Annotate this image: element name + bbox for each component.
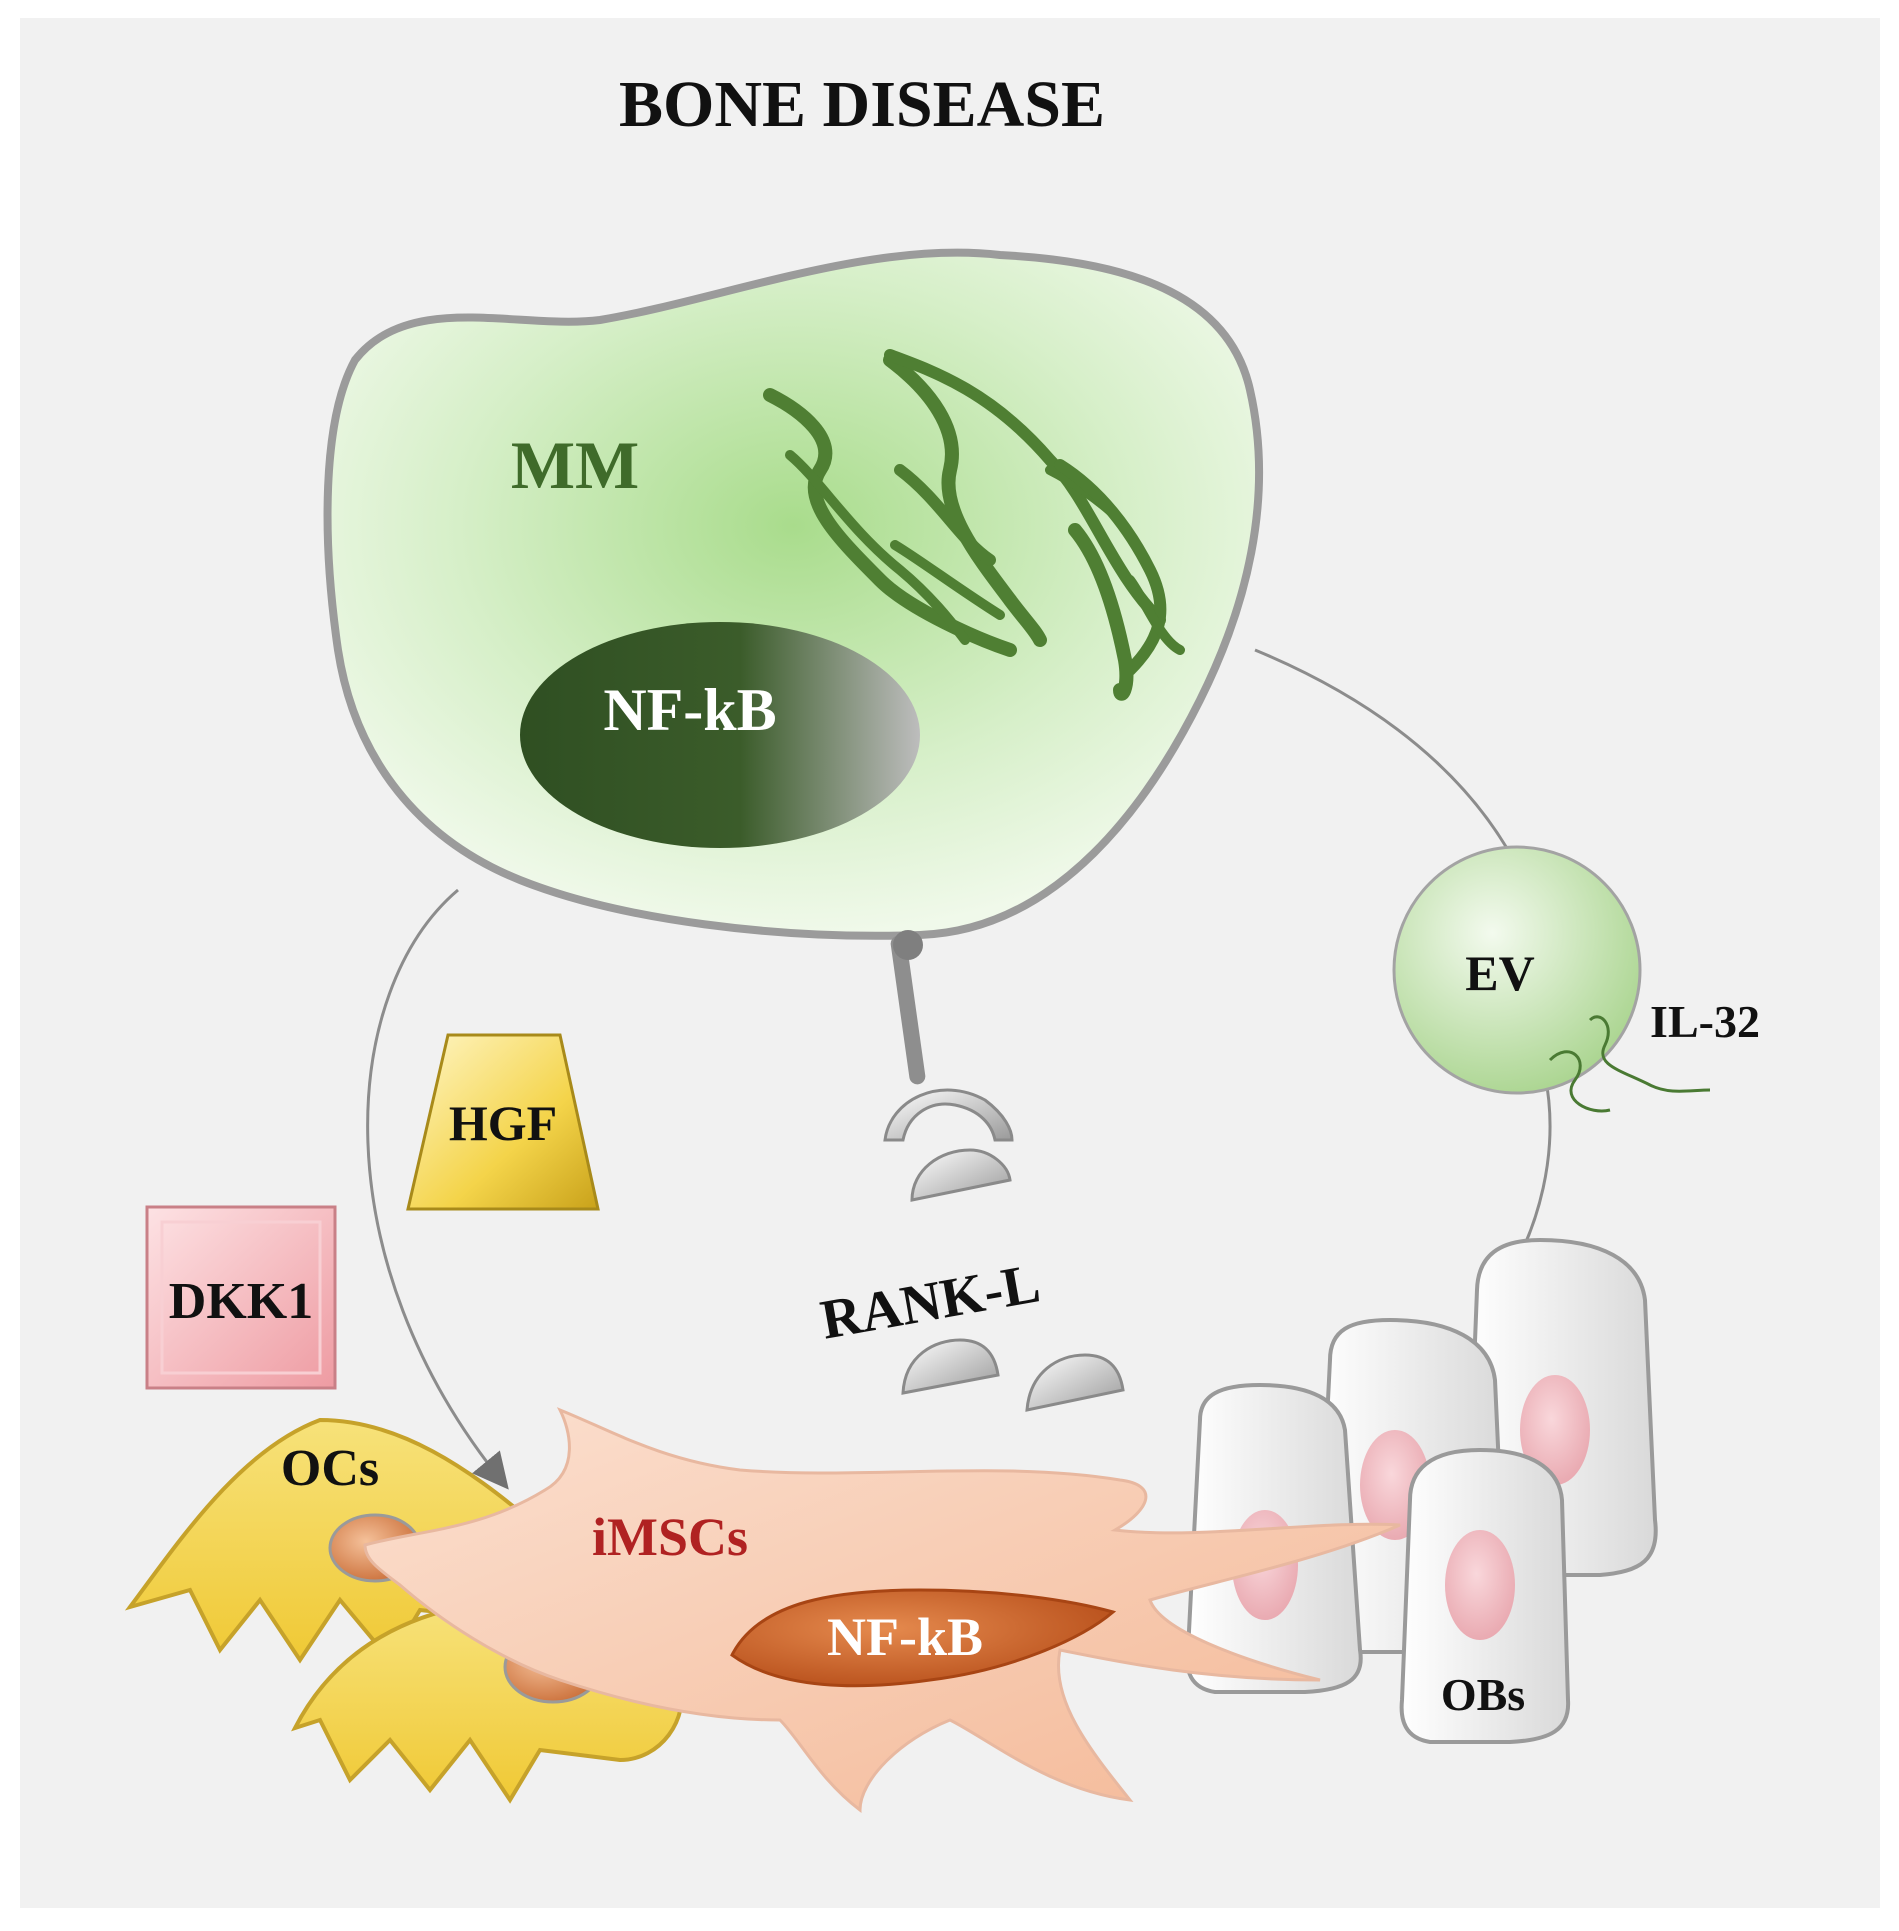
rankl-ligand-2 bbox=[1025, 1353, 1125, 1412]
dkk1-label: DKK1 bbox=[169, 1273, 313, 1330]
il32-label: IL-32 bbox=[1650, 996, 1760, 1047]
imsc-cell: iMSCs NF-kB bbox=[363, 1407, 1401, 1813]
ev-label: EV bbox=[1465, 945, 1534, 1001]
ocs-label: OCs bbox=[281, 1440, 379, 1497]
imsc-label: iMSCs bbox=[592, 1507, 748, 1567]
il32-molecule bbox=[1548, 1015, 1711, 1113]
imsc-nucleus-label: NF-kB bbox=[827, 1607, 983, 1667]
arrow-mm-to-imscs bbox=[366, 888, 509, 1490]
figure-title: BONE DISEASE bbox=[619, 68, 1105, 141]
obs-label: OBs bbox=[1441, 1669, 1525, 1720]
dkk1-factor: DKK1 bbox=[145, 1205, 337, 1390]
rank-receptor bbox=[883, 930, 1014, 1202]
mm-nucleus-label: NF-kB bbox=[603, 677, 776, 743]
extracellular-vesicle: EV bbox=[1392, 845, 1642, 1095]
rankl-ligand-1 bbox=[901, 1338, 1000, 1395]
endoplasmic-reticulum bbox=[763, 349, 1185, 701]
mm-label: MM bbox=[511, 427, 639, 503]
hgf-label: HGF bbox=[449, 1095, 557, 1151]
rankl-label: RANK-L bbox=[816, 1252, 1044, 1351]
hgf-factor: HGF bbox=[406, 1033, 600, 1211]
mm-nucleus: NF-kB bbox=[520, 622, 920, 848]
